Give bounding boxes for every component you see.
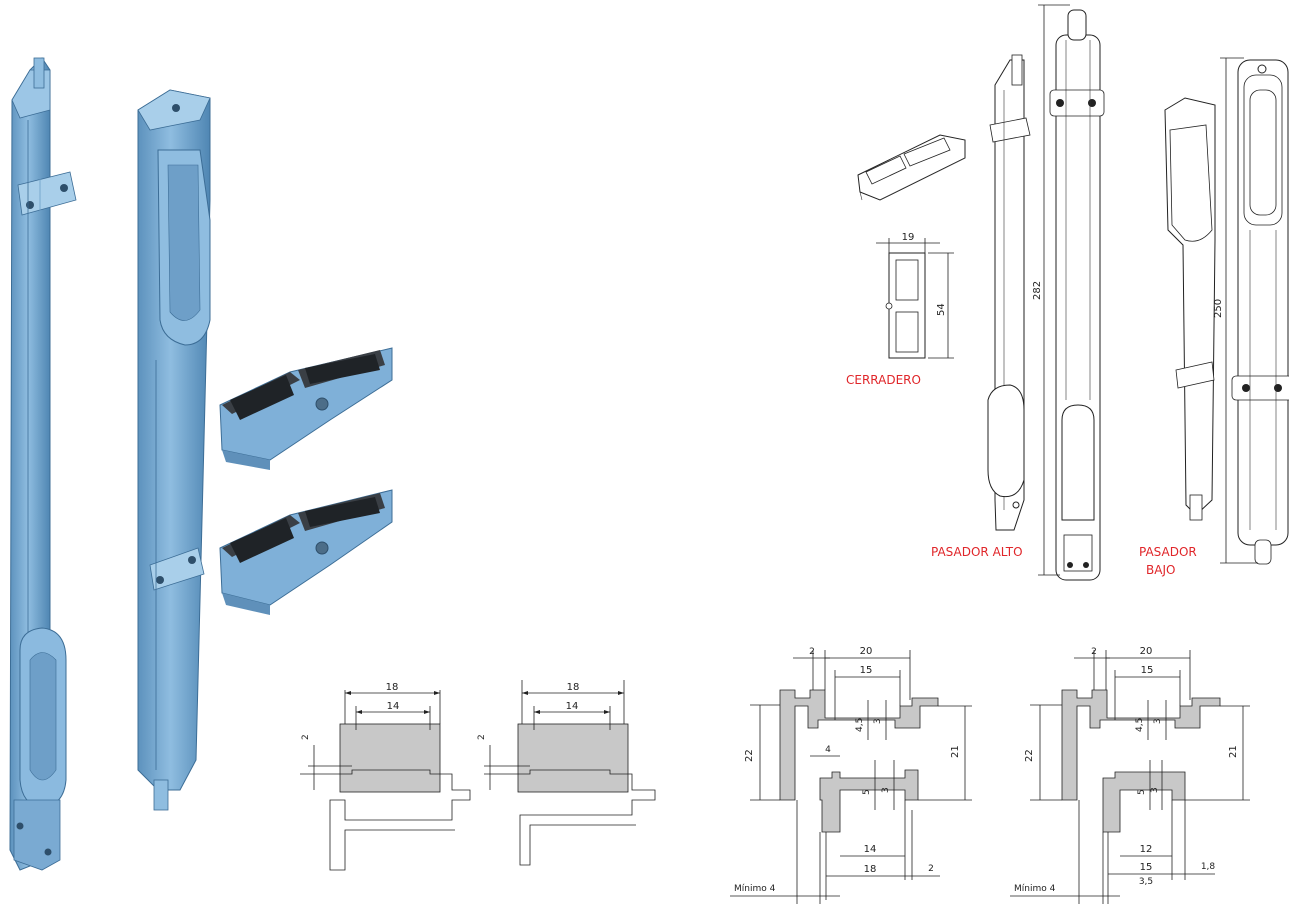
dim-p1-22: 22 [744, 749, 755, 762]
dim-p1-5: 5 [862, 789, 872, 795]
label-pasador-bajo-1: PASADOR [1139, 545, 1197, 559]
dim-p2-21: 21 [1228, 745, 1239, 758]
dim-sec2-14: 14 [566, 701, 579, 712]
striker-3d-lower [219, 489, 393, 615]
dim-p2-5: 5 [1137, 789, 1147, 795]
dim-striker-height: 54 [936, 303, 947, 316]
section-drawing-2: 18 14 2 [477, 680, 656, 866]
pasador-alto-iso [987, 54, 1031, 531]
dim-p2-12: 12 [1140, 844, 1153, 855]
pasador-bajo-front: 250 [1213, 57, 1289, 565]
dim-alto-length: 282 [1032, 281, 1043, 300]
dim-bajo-length: 250 [1213, 299, 1224, 318]
profile-drawing-2: 2 20 15 4,5 3 22 21 5 3 12 15 3,5 1,8 [1010, 646, 1250, 904]
dim-p2-35: 3,5 [1139, 877, 1153, 887]
label-pasador-bajo-2: BAJO [1146, 563, 1175, 577]
pasador-bajo-iso [1164, 97, 1216, 521]
dim-p1-2b: 2 [928, 864, 934, 874]
dim-p1-21: 21 [950, 745, 961, 758]
striker-front-outline: 19 54 [876, 232, 954, 359]
dim-p1-3a: 3 [873, 718, 883, 724]
dim-p1-2: 2 [809, 647, 815, 657]
dim-p2-15: 15 [1141, 665, 1154, 676]
dim-p2-3b: 3 [1150, 787, 1160, 793]
dim-p2-20: 20 [1140, 646, 1153, 657]
dim-sec1-18: 18 [386, 682, 399, 693]
profile-drawing-1: 2 20 15 4,5 3 22 21 4 5 3 14 18 2 [730, 646, 972, 904]
striker-3d-upper [219, 347, 393, 470]
bolt-3d-tall [9, 57, 77, 871]
dim-sec2-2: 2 [477, 734, 487, 740]
dim-p1-20: 20 [860, 646, 873, 657]
dim-p1-45: 4,5 [855, 718, 865, 732]
dim-p1-14: 14 [864, 844, 877, 855]
label-cerradero: CERRADERO [846, 373, 921, 387]
bolt-3d-short [137, 89, 211, 811]
dim-striker-width: 19 [902, 232, 915, 243]
dim-p2-15b: 15 [1140, 862, 1153, 873]
dim-p2-min: Mínimo 4 [1014, 884, 1056, 894]
dim-p2-3a: 3 [1153, 718, 1163, 724]
dim-p2-18: 1,8 [1201, 862, 1216, 872]
dim-p1-18: 18 [864, 864, 877, 875]
dim-p2-2: 2 [1091, 647, 1097, 657]
striker-iso-outline [857, 134, 966, 201]
dim-p1-4: 4 [825, 745, 831, 755]
dim-p1-3b: 3 [881, 787, 891, 793]
dim-sec1-14: 14 [387, 701, 400, 712]
dim-p2-22: 22 [1024, 749, 1035, 762]
dim-p2-45: 4,5 [1135, 718, 1145, 732]
dim-p1-15: 15 [860, 665, 873, 676]
dim-sec2-18: 18 [567, 682, 580, 693]
section-drawing-1: 18 14 2 [300, 682, 471, 871]
pasador-alto-front: 282 [1032, 4, 1105, 581]
label-pasador-alto: PASADOR ALTO [931, 545, 1023, 559]
dim-p1-min: Mínimo 4 [734, 884, 776, 894]
dim-sec1-2: 2 [301, 734, 311, 740]
